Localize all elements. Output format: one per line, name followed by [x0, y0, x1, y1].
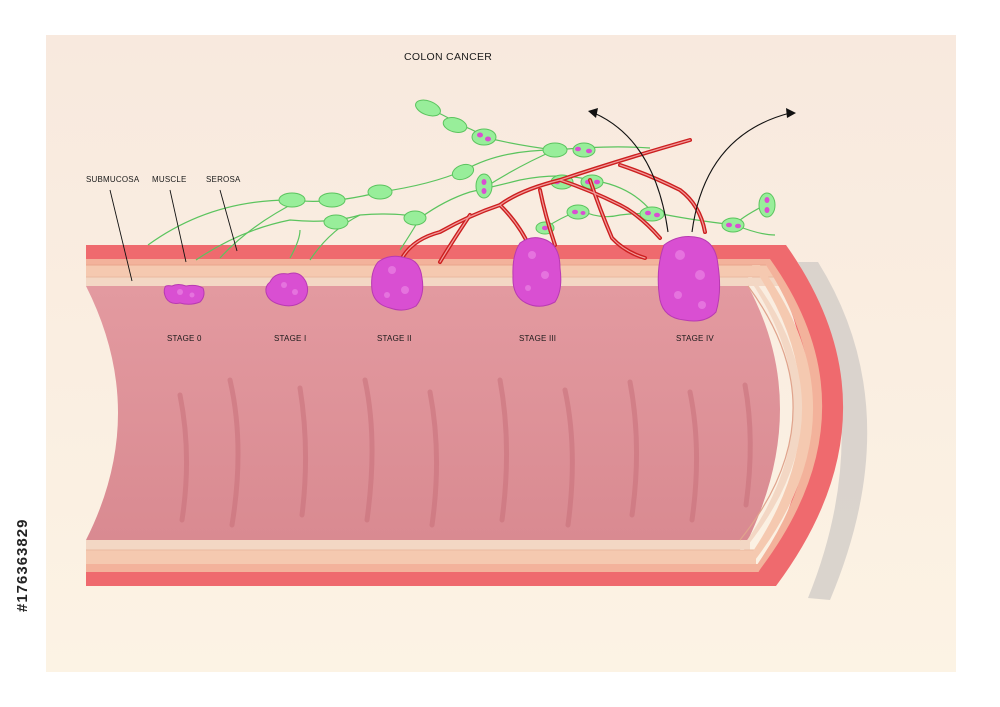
tube-end: [739, 245, 844, 586]
tumor-texture: [177, 250, 706, 309]
stock-id-label: #176363829: [14, 518, 31, 612]
tumor-stage-iii: [512, 237, 562, 307]
label-stage-iii: STAGE III: [519, 334, 557, 343]
label-stage-0: STAGE 0: [167, 334, 202, 343]
mucosal-folds: [177, 377, 753, 528]
label-leaders: [109, 189, 238, 282]
tumor-stage-iv: [657, 236, 721, 322]
blood-vessels: [398, 138, 707, 264]
label-stage-i: STAGE I: [274, 334, 307, 343]
top-wall: [86, 245, 802, 286]
tumor-stage-ii: [371, 255, 424, 311]
label-muscle: MUSCLE: [152, 175, 187, 184]
label-stage-iv: STAGE IV: [676, 334, 714, 343]
label-stage-ii: STAGE II: [377, 334, 412, 343]
label-submucosa: SUBMUCOSA: [86, 175, 140, 184]
arrow-right-head: [786, 108, 796, 118]
tumor-stage-0: [163, 284, 205, 305]
label-serosa: SEROSA: [206, 175, 241, 184]
bottom-wall: [86, 540, 776, 586]
tumors: [163, 236, 721, 322]
tumor-stage-i: [265, 272, 309, 307]
lymph-nodes: [278, 99, 776, 235]
tube-shadow: [798, 262, 868, 600]
metastasis-arrows: [593, 112, 791, 233]
arrow-left-head: [588, 108, 598, 118]
diagram-title: COLON CANCER: [404, 51, 493, 63]
